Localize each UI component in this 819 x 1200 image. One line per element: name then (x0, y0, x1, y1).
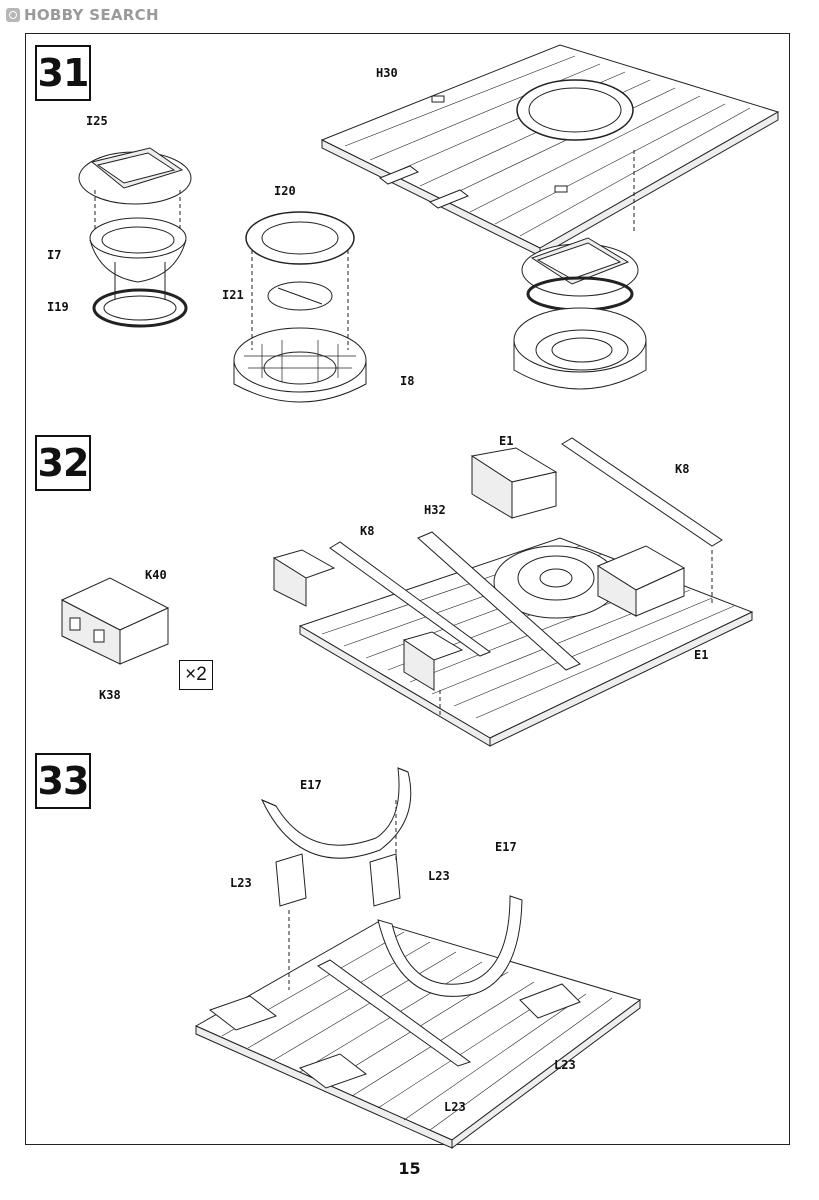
step32-drawing (274, 438, 752, 746)
step-number-32: 32 (35, 435, 91, 491)
part-label: H32 (424, 503, 446, 517)
part-label: L23 (428, 869, 450, 883)
part-label: I20 (274, 184, 296, 198)
part-label: K8 (360, 524, 375, 538)
ring-i20-i21-i8-drawing (234, 212, 366, 402)
part-label: E1 (694, 648, 709, 662)
step33-drawing (196, 768, 640, 1148)
part-label: I8 (400, 374, 415, 388)
part-label: I21 (222, 288, 244, 302)
hatch-assembly-right-drawing (514, 238, 646, 389)
part-label: I25 (86, 114, 108, 128)
part-label: K40 (145, 568, 167, 582)
watermark: HOBBY SEARCH (6, 6, 159, 24)
part-label: K8 (675, 462, 690, 476)
part-label: E17 (300, 778, 322, 792)
part-label: L23 (230, 876, 252, 890)
instruction-frame (25, 33, 790, 1145)
part-label: E1 (499, 434, 514, 448)
part-label: I19 (47, 300, 69, 314)
part-label: L23 (444, 1100, 466, 1114)
hatch-i25-drawing (79, 148, 191, 326)
part-label: E17 (495, 840, 517, 854)
quantity-multiplier: ×2 (179, 660, 213, 690)
k38-k40-drawing (62, 578, 168, 664)
part-label: I7 (47, 248, 62, 262)
part-label: H30 (376, 66, 398, 80)
page-number: 15 (398, 1159, 421, 1178)
watermark-text: HOBBY SEARCH (24, 6, 159, 24)
step-number-33: 33 (35, 753, 91, 809)
step-number-31: 31 (35, 45, 91, 101)
part-label: K38 (99, 688, 121, 702)
deck-h30-drawing (322, 45, 778, 256)
hobby-search-logo-icon (6, 8, 20, 22)
part-label: L23 (554, 1058, 576, 1072)
